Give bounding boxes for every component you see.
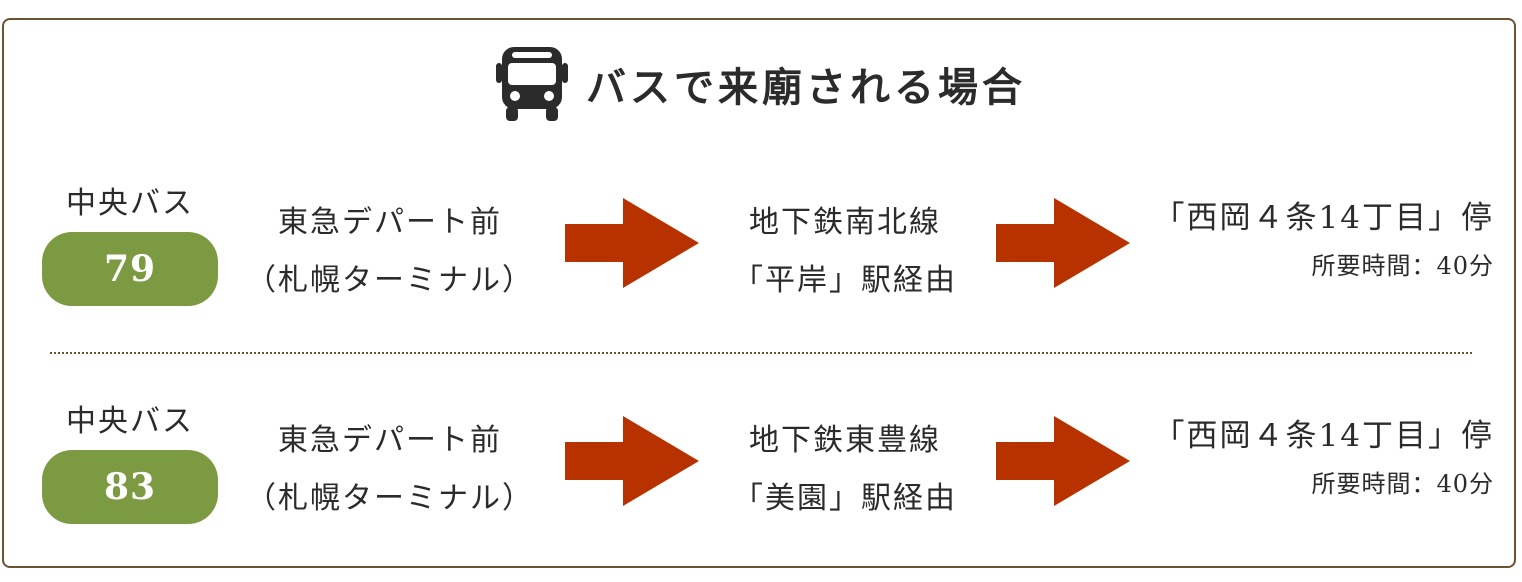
bus-company-label: 中央バス <box>66 186 194 221</box>
boarding-stop: 東急デパート前 （札幌ターミナル） <box>240 194 540 310</box>
info-panel-frame <box>2 18 1516 568</box>
boarding-stop-name: 東急デパート前 <box>278 423 502 458</box>
travel-duration: 所要時間：40分 <box>1311 470 1494 498</box>
bus-company-label: 中央バス <box>66 404 194 439</box>
transfer-station: 地下鉄南北線 「平岸」駅経由 <box>690 194 1000 310</box>
transfer-station: 地下鉄東豊線 「美園」駅経由 <box>690 412 1000 528</box>
destination-stop-name: 「西岡４条14丁目」停 <box>1153 200 1494 236</box>
transfer-line-name: 地下鉄南北線 <box>749 205 941 240</box>
destination-stop-name: 「西岡４条14丁目」停 <box>1153 418 1494 454</box>
panel-title: バスで来廟される場合 <box>586 64 1026 111</box>
right-arrow-icon <box>565 416 699 506</box>
route-number-badge: 83 <box>42 450 218 524</box>
travel-duration: 所要時間：40分 <box>1311 252 1494 280</box>
destination-stop: 「西岡４条14丁目」停 所要時間：40分 <box>1074 194 1494 286</box>
route-row: 中央バス 83 東急デパート前 （札幌ターミナル） 地下鉄東豊線 「美園」駅経由… <box>0 388 1522 538</box>
bus-icon <box>496 47 568 121</box>
boarding-stop-note: （札幌ターミナル） <box>246 481 534 516</box>
boarding-stop: 東急デパート前 （札幌ターミナル） <box>240 412 540 528</box>
transfer-station-name: 「美園」駅経由 <box>733 481 957 516</box>
transfer-line-name: 地下鉄東豊線 <box>749 423 941 458</box>
route-number-badge: 79 <box>42 232 218 306</box>
panel-header: バスで来廟される場合 <box>0 44 1522 124</box>
route-row: 中央バス 79 東急デパート前 （札幌ターミナル） 地下鉄南北線 「平岸」駅経由… <box>0 170 1522 320</box>
right-arrow-icon <box>996 198 1130 288</box>
destination-stop: 「西岡４条14丁目」停 所要時間：40分 <box>1074 412 1494 504</box>
route-divider <box>50 352 1472 354</box>
right-arrow-icon <box>565 198 699 288</box>
boarding-stop-note: （札幌ターミナル） <box>246 263 534 298</box>
transfer-station-name: 「平岸」駅経由 <box>733 263 957 298</box>
right-arrow-icon <box>996 416 1130 506</box>
boarding-stop-name: 東急デパート前 <box>278 205 502 240</box>
